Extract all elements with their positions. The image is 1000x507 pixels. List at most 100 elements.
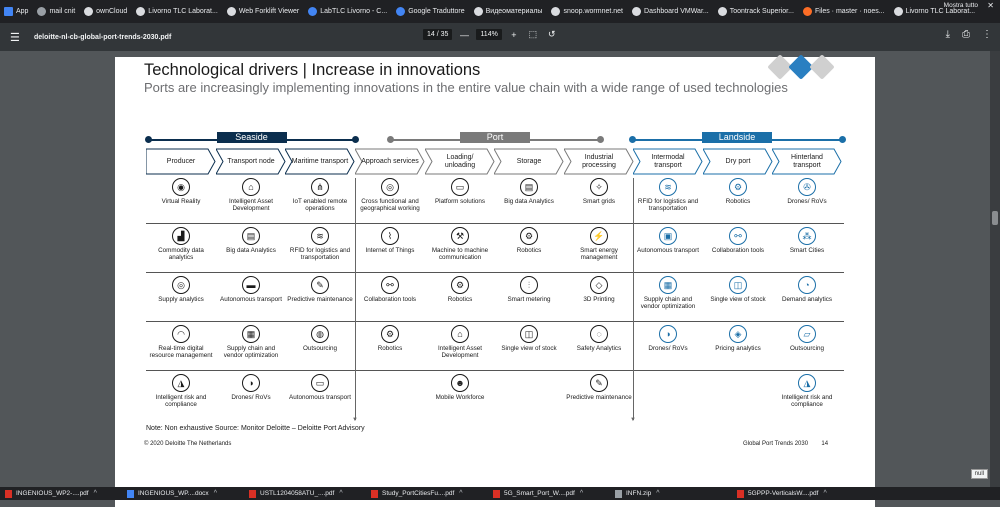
stage-chevron: Loading/ unloading <box>425 148 495 175</box>
pie-chart-icon: ◔ <box>798 276 816 294</box>
stage-label: Maritime transport <box>291 157 349 165</box>
zip-file-icon <box>615 489 622 498</box>
bookmark-item[interactable]: Dashboard VMWar... <box>632 7 709 16</box>
innovation-label: Drones/ RoVs <box>787 198 827 205</box>
bookmark-item[interactable]: Web Forklift Viewer <box>226 7 299 16</box>
print-icon[interactable]: ⎙ <box>962 29 970 40</box>
close-shelf-icon[interactable]: ✕ <box>987 1 994 10</box>
footer: Global Port Trends 2030 14 <box>743 441 828 447</box>
footer-page-number: 14 <box>821 441 829 447</box>
stage-chevron: Hinterland transport <box>772 148 842 175</box>
doc-file-icon <box>127 489 134 498</box>
bookmark-label: Livorno TLC Laborat... <box>148 8 218 15</box>
stage-label: Loading/ unloading <box>444 153 476 169</box>
slide-subtitle: Ports are increasingly implementing inno… <box>144 80 788 95</box>
download-icon[interactable]: ⤓ <box>945 29 950 40</box>
download-filename: USTL1204058ATU_....pdf <box>260 490 335 497</box>
chevron-up-icon[interactable]: ^ <box>213 490 217 497</box>
pdf-viewer[interactable]: Technological drivers | Increase in inno… <box>0 51 1000 507</box>
bookmark-item[interactable]: App <box>4 7 28 16</box>
machine-icon: ⚒ <box>451 227 469 245</box>
show-all-downloads-button[interactable]: Mostra tutto <box>943 2 978 9</box>
zoom-level[interactable]: 114% <box>476 29 502 40</box>
scrollbar-thumb[interactable] <box>992 211 998 225</box>
stage-chevron: Transport node <box>216 148 286 175</box>
page-controls: 14 / 35 — 114% + ⬚ ↺ <box>423 29 559 40</box>
chevron-up-icon[interactable]: ^ <box>459 490 463 497</box>
fit-page-icon[interactable]: ⬚ <box>528 29 538 39</box>
download-filename: Study_PortCitiesFu....pdf <box>382 490 455 497</box>
innovation-label: Predictive maintenance <box>566 394 632 401</box>
null-tooltip: null <box>970 469 988 479</box>
row-divider <box>146 223 844 224</box>
robot-arm-icon: ⚙ <box>381 325 399 343</box>
innovation-item: ◎Supply analytics <box>147 276 215 303</box>
cube-icon: ◇ <box>590 276 608 294</box>
innovation-label: RFID for logistics and transportation <box>289 247 351 261</box>
innovation-item: ✎Predictive maintenance <box>286 276 354 303</box>
innovation-label: Commodity data analytics <box>158 247 204 261</box>
bookmark-item[interactable]: Files · master · noes... <box>802 7 885 16</box>
car-icon: ▭ <box>311 374 329 392</box>
bookmark-item[interactable]: mail cnit <box>37 7 75 16</box>
bookmark-item[interactable]: Livorno TLC Laborat... <box>136 7 218 16</box>
map-icon: ▦ <box>242 325 260 343</box>
stage-chevron: Maritime transport <box>285 148 355 175</box>
energy-icon: ⚡ <box>590 227 608 245</box>
bookmark-item[interactable]: Видеоматериалы <box>473 7 542 16</box>
link-icon <box>551 7 561 16</box>
download-item[interactable]: USTL1204058ATU_....pdf ^ <box>244 489 366 498</box>
chevron-up-icon[interactable]: ^ <box>823 490 827 497</box>
download-item[interactable]: INGENIOUS_WP....docx^ <box>122 489 244 498</box>
innovation-item: ◫Single view of stock <box>704 276 772 303</box>
innovation-item: ▤Big data Analytics <box>495 178 563 205</box>
chevron-up-icon[interactable]: ^ <box>656 490 660 497</box>
innovation-label: Big data Analytics <box>226 247 276 254</box>
stage-label: Producer <box>166 157 196 165</box>
innovation-item: ≋RFID for logistics and transportation <box>286 227 354 261</box>
menu-icon[interactable]: ☰ <box>10 31 20 44</box>
innovation-label: Single view of stock <box>710 296 766 303</box>
download-item[interactable]: INGENIOUS_WP2-....pdf^ <box>0 489 122 498</box>
stage-chevron: Storage <box>494 148 564 175</box>
globe-hand-icon: ◍ <box>311 325 329 343</box>
bookmark-label: ownCloud <box>96 8 128 15</box>
zoom-out-button[interactable]: — <box>459 29 469 40</box>
innovation-item: ◑Drones/ RoVs <box>217 374 285 401</box>
page-number-input[interactable]: 14 / 35 <box>423 29 453 40</box>
innovation-label: Predictive maintenance <box>287 296 353 303</box>
row-divider <box>146 321 844 322</box>
bookmark-label: LabTLC Livorno - C... <box>320 8 388 15</box>
zoom-in-button[interactable]: + <box>511 29 517 40</box>
bookmark-item[interactable]: snoop.wormnet.net <box>551 7 623 16</box>
innovation-label: Smart metering <box>507 296 551 303</box>
chevron-up-icon[interactable]: ^ <box>579 490 584 497</box>
drone-icon: ✇ <box>798 178 816 196</box>
pdf-file-icon <box>493 489 500 498</box>
bookmark-item[interactable]: Livorno TLC Laborat... <box>893 7 975 16</box>
section-label-port: Port <box>460 132 530 143</box>
download-item[interactable]: Study_PortCitiesFu....pdf ^ <box>366 489 488 498</box>
bookmark-item[interactable]: LabTLC Livorno - C... <box>308 7 387 16</box>
bookmark-item[interactable]: Toontrack Superior... <box>717 7 794 16</box>
innovation-label: Collaboration tools <box>363 296 417 303</box>
target-icon: ◎ <box>172 276 190 294</box>
innovation-item: ✇ Drones/ RoVs <box>773 178 841 205</box>
bookmark-item[interactable]: ownCloud <box>84 7 127 16</box>
stage-label: Hinterland transport <box>791 153 823 169</box>
stage-label: Transport node <box>227 157 275 165</box>
more-options-icon[interactable]: ⋮ <box>982 29 992 40</box>
rfid-signal-icon: ≋ <box>659 178 677 196</box>
innovation-item: ◇3D Printing <box>565 276 633 303</box>
risk-chart-icon: ◮ <box>798 374 816 392</box>
vertical-scrollbar[interactable] <box>990 51 1000 487</box>
rotate-icon[interactable]: ↺ <box>548 29 556 39</box>
chevron-up-icon[interactable]: ^ <box>339 490 343 497</box>
download-item[interactable]: INFN.zip^ <box>610 489 732 498</box>
toolbar-actions: ⤓ ⎙ ⋮ <box>946 29 992 40</box>
innovation-label: Robotics <box>377 345 403 352</box>
download-item[interactable]: 5GPPP-VerticalsW....pdf^ <box>732 489 854 498</box>
chevron-up-icon[interactable]: ^ <box>93 490 97 497</box>
download-item[interactable]: 5G_Smart_Port_W....pdf^ <box>488 489 610 498</box>
bookmark-item[interactable]: Google Traduttore <box>396 7 465 16</box>
